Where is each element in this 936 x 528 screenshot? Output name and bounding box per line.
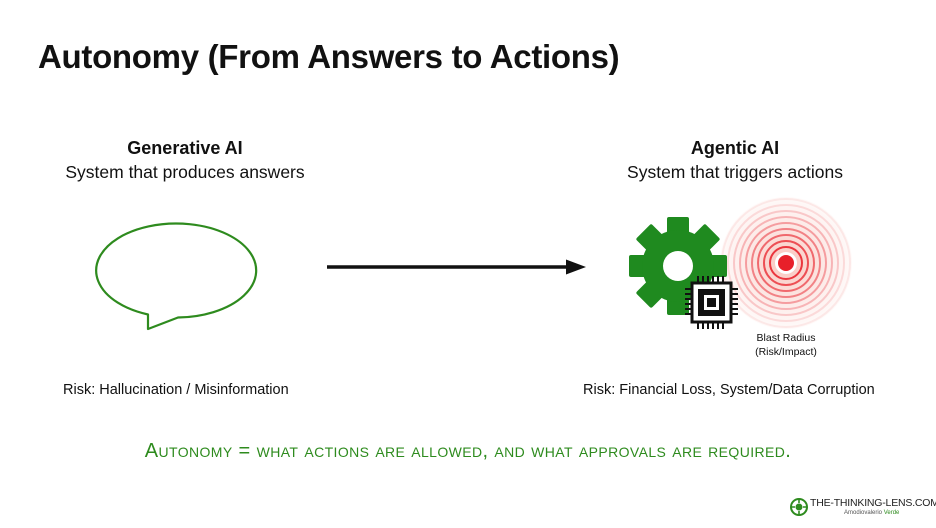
blast-radius-icon bbox=[720, 197, 852, 329]
brand-author-last: Verde bbox=[883, 510, 900, 516]
brand-author: Amodiovalerio Verde bbox=[844, 510, 899, 516]
generative-ai-subheading: System that produces answers bbox=[65, 162, 305, 182]
blast-radius-label-line2: (Risk/Impact) bbox=[755, 346, 817, 358]
agentic-ai-subheading: System that triggers actions bbox=[627, 162, 843, 182]
brand-name: THE-THINKING-LENS.COM bbox=[810, 497, 936, 509]
generative-ai-heading: Generative AI bbox=[127, 138, 243, 158]
arrow-right-icon bbox=[327, 259, 586, 275]
brand-author-first: Amodiovalerio bbox=[844, 510, 883, 516]
generative-ai-risk: Risk: Hallucination / Misinformation bbox=[63, 382, 289, 398]
agentic-ai-risk: Risk: Financial Loss, System/Data Corrup… bbox=[583, 382, 875, 398]
page-title: Autonomy (From Answers to Actions) bbox=[38, 38, 620, 75]
agentic-ai-heading: Agentic AI bbox=[690, 138, 780, 158]
agentic-ai-header: Agentic AI System that triggers actions bbox=[604, 136, 866, 184]
autonomy-statement: Autonomy = what actions are allowed, and… bbox=[144, 440, 792, 462]
brand-logo-icon bbox=[790, 498, 808, 516]
blast-radius-label: Blast Radius (Risk/Impact) bbox=[728, 331, 844, 359]
chip-icon bbox=[685, 276, 738, 329]
speech-bubble-icon bbox=[95, 222, 258, 331]
generative-ai-header: Generative AI System that produces answe… bbox=[44, 136, 326, 184]
blast-radius-label-line1: Blast Radius bbox=[756, 332, 816, 344]
